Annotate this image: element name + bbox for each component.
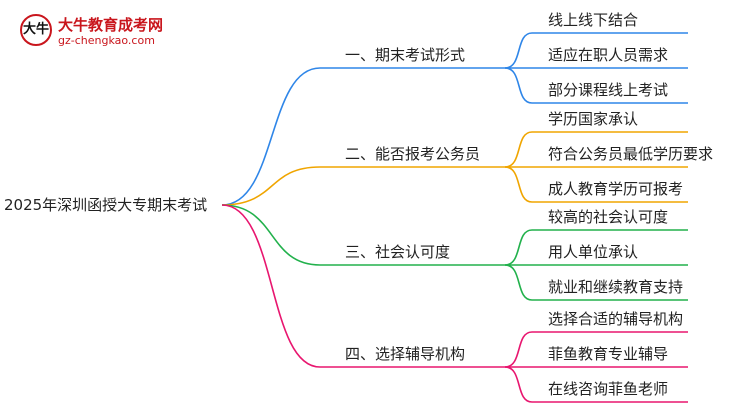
edge-social-recognition-leaf-2 [504, 264, 688, 301]
leaf-node-tutoring-1: 菲鱼教育专业辅导 [548, 345, 669, 363]
logo-title: 大牛教育成考网 [58, 16, 164, 34]
edge-tutoring-leaf-0 [504, 331, 688, 368]
edge-exam-format-leaf-0 [504, 32, 688, 69]
leaf-node-exam-format-2: 部分课程线上考试 [548, 81, 669, 99]
edge-social-recognition-leaf-0 [504, 229, 688, 266]
branch-node-social-recognition: 三、社会认可度 [345, 243, 451, 261]
leaf-node-civil-service-0: 学历国家承认 [548, 110, 639, 128]
edge-root-exam-format [221, 67, 321, 206]
leaf-node-civil-service-1: 符合公务员最低学历要求 [548, 145, 714, 163]
root-node: 2025年深圳函授大专期末考试 [4, 196, 208, 214]
branch-node-tutoring: 四、选择辅导机构 [345, 345, 466, 363]
branch-node-exam-format: 一、期末考试形式 [345, 46, 466, 64]
logo-url: gz-chengkao.com [58, 34, 155, 47]
edge-civil-service-leaf-2 [504, 166, 688, 203]
leaf-node-civil-service-2: 成人教育学历可报考 [548, 180, 684, 198]
site-logo: 大牛 大牛教育成考网 gz-chengkao.com [20, 14, 190, 50]
edge-exam-format-leaf-2 [504, 67, 688, 104]
leaf-node-tutoring-2: 在线咨询菲鱼老师 [548, 380, 669, 398]
edge-root-civil-service [221, 166, 321, 206]
edge-root-social-recognition [221, 204, 321, 266]
logo-mark: 大牛 [20, 14, 52, 46]
edge-root-tutoring [221, 204, 321, 368]
edge-tutoring-leaf-2 [504, 366, 688, 403]
branch-node-civil-service: 二、能否报考公务员 [345, 145, 481, 163]
edge-civil-service-leaf-0 [504, 131, 688, 168]
leaf-node-social-recognition-0: 较高的社会认可度 [548, 208, 669, 226]
leaf-node-exam-format-0: 线上线下结合 [548, 11, 639, 29]
leaf-node-social-recognition-2: 就业和继续教育支持 [548, 278, 684, 296]
leaf-node-tutoring-0: 选择合适的辅导机构 [548, 310, 684, 328]
leaf-node-social-recognition-1: 用人单位承认 [548, 243, 639, 261]
leaf-node-exam-format-1: 适应在职人员需求 [548, 46, 669, 64]
